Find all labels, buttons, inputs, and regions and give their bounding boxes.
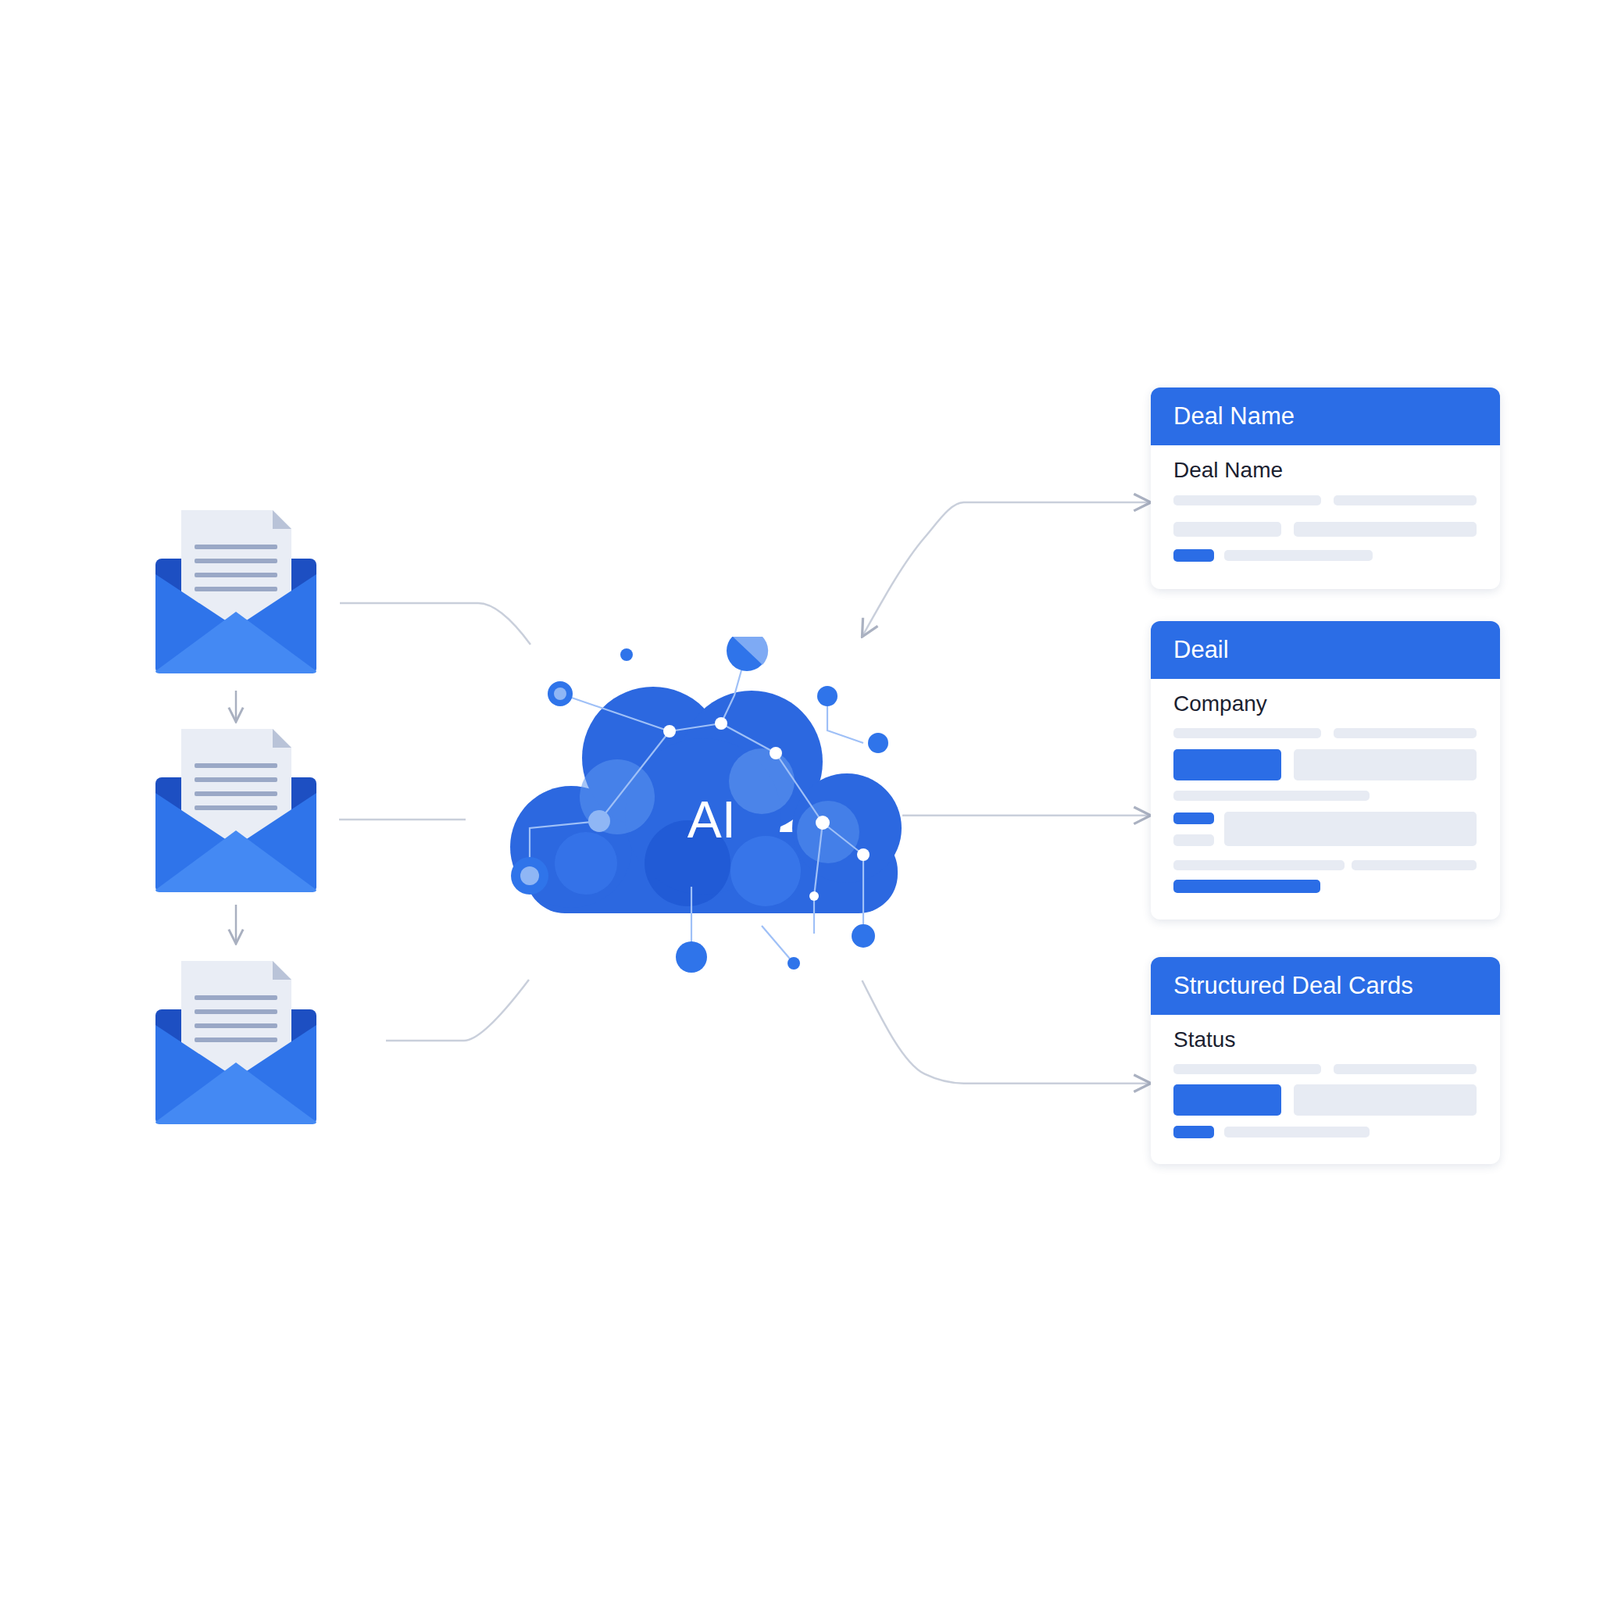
placeholder-bar [1173,1125,1215,1139]
cloud-body [510,686,902,914]
network-link [814,822,823,897]
deal-card: DeailCompany [1150,621,1500,920]
placeholder-bar [1293,521,1477,537]
card-title: Structured Deal Cards [1173,971,1414,1000]
cloud-shade [728,748,795,815]
network-dot-shine [732,636,768,665]
input-line [339,603,531,645]
network-dot [588,810,611,833]
placeholder-bar [1173,495,1322,506]
card-header: Structured Deal Cards [1150,957,1500,1015]
card-header: Deail [1150,621,1500,679]
card-title: Deail [1173,635,1229,665]
placeholder-bar [1224,1126,1370,1138]
placeholder-bar [1293,749,1477,781]
placeholder-bar [1173,1064,1322,1075]
placeholder-bar [1293,1084,1477,1116]
card-body: Status [1150,1014,1500,1054]
network-link [822,822,864,855]
network-link [761,925,794,964]
network-dot [815,815,830,830]
field-label: Deal Name [1173,456,1478,485]
cloud-lobe [792,773,902,883]
network-dot [769,746,783,760]
network-link [669,723,722,732]
input-line [385,979,529,1041]
placeholder-bar [1173,860,1345,871]
placeholder-bar [1333,1064,1477,1075]
network-ring [510,857,549,895]
network-link [721,723,776,754]
network-link [599,731,670,822]
deal-card: Structured Deal CardsStatus [1150,957,1500,1165]
field-label: Status [1173,1025,1478,1054]
placeholder-bar [1351,860,1477,871]
flow-arrow [235,904,238,944]
input-line [339,818,466,822]
network-dot [867,732,889,754]
network-dot [663,725,676,738]
network-dot [620,648,633,661]
placeholder-bar [1333,728,1477,739]
network-ring [547,681,573,707]
network-link [775,753,823,823]
ai-cloud: AI [500,636,903,981]
network-link [560,693,670,732]
placeholder-bar [1173,879,1321,893]
placeholder-bar [1173,549,1215,562]
network-dot [714,717,728,730]
envelope-icon [155,960,317,1125]
placeholder-lines [1173,495,1477,1138]
placeholder-bar [1224,811,1477,847]
network-dot [675,941,708,973]
placeholder-bar [1173,521,1282,537]
envelope-icon [155,510,317,674]
card-body: Deal Name [1150,445,1500,485]
deal-card: Deal NameDeal Name [1150,387,1500,590]
placeholder-bar [1173,728,1322,739]
network-link [862,854,865,936]
field-label: Company [1173,689,1478,718]
cloud-shade [730,835,801,907]
network-dot [857,848,870,861]
placeholder-bar [1173,834,1215,847]
card-header: Deal Name [1150,387,1500,446]
placeholder-highlights [1173,549,1321,1139]
placeholder-bar [1224,550,1373,561]
network-dot [851,924,875,948]
placeholder-bar [1173,790,1370,801]
network-ring-core [520,866,540,886]
network-ring-core [553,687,567,700]
placeholder-bar [1173,812,1215,825]
card-title: Deal Name [1173,402,1295,431]
placeholder-bar [1173,1084,1282,1116]
cloud-shade [796,800,860,864]
network-dot [817,685,838,707]
placeholder-bar [1173,749,1282,781]
cloud-shade [554,832,618,895]
node-label: AI [687,793,736,846]
flow-connector [862,502,1152,637]
network-dot [809,891,819,901]
placeholder-bar [1333,495,1477,506]
network-link [813,896,815,934]
flow-connector [902,814,1151,818]
envelope-icon [155,728,317,893]
card-body: Company [1150,678,1500,718]
flow-connector [862,980,1152,1084]
network-dot [787,957,800,970]
flow-arrow [235,690,238,722]
